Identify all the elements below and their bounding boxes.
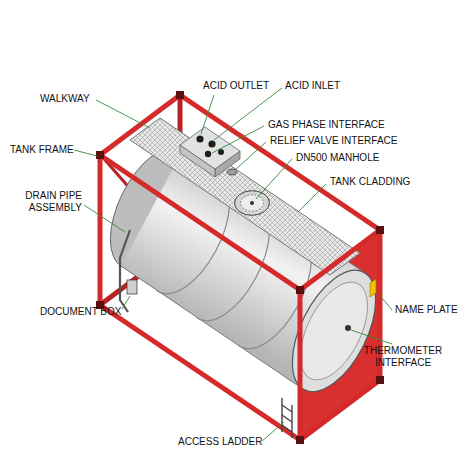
valve-cabinet: [180, 127, 240, 169]
document-box: [127, 280, 137, 294]
tank-end-right: [292, 248, 375, 414]
leader-line: [351, 330, 392, 344]
leader-line: [256, 159, 292, 199]
part-label: THERMOMETER INTERFACE: [360, 345, 446, 369]
corner-casting: [376, 376, 384, 384]
leader-line: [236, 142, 266, 169]
leader-line: [298, 184, 326, 212]
leader-line: [96, 100, 150, 128]
frame-rail: [100, 305, 300, 440]
relief-valve: [227, 169, 237, 175]
drain-pipe: [120, 230, 130, 312]
tank-outline: [121, 266, 303, 389]
acid-outlet-valve: [196, 135, 203, 142]
name-plate: [370, 279, 376, 297]
acid-inlet-valve: [208, 140, 215, 147]
part-label: ACCESS LADDER: [178, 436, 262, 448]
leader-line: [122, 296, 130, 309]
leader-line: [74, 150, 97, 156]
frame-front: [100, 95, 380, 440]
corner-casting: [96, 151, 104, 159]
part-label: DRAIN PIPE ASSEMBLY: [4, 190, 82, 214]
manhole-cover: [236, 191, 269, 214]
access-ladder: [282, 398, 292, 438]
ladder-rung: [282, 425, 292, 432]
corner-casting: [176, 91, 184, 99]
leader-line: [201, 95, 214, 134]
frame-rail: [300, 380, 380, 440]
leader-line: [262, 422, 284, 441]
part-label: NAME PLATE: [395, 304, 458, 316]
part-label: ACID INLET: [285, 80, 340, 92]
thermometer-interface: [345, 325, 351, 331]
manhole: [228, 186, 277, 221]
part-label: ACID OUTLET: [203, 80, 269, 92]
valves: [196, 135, 224, 157]
part-label: TANK CLADDING: [330, 176, 410, 188]
leader-line: [377, 292, 392, 310]
part-label: GAS PHASE INTERFACE: [268, 119, 385, 131]
corner-casting: [296, 286, 304, 294]
frame-rail: [300, 230, 380, 290]
corner-casting: [296, 436, 304, 444]
frame-rail: [100, 95, 180, 155]
leader-line: [214, 88, 282, 140]
part-label: RELIEF VALVE INTERFACE: [270, 135, 397, 147]
gas-phase-valve: [205, 151, 211, 157]
manhole-center: [250, 201, 254, 205]
corner-casting: [376, 226, 384, 234]
frame-post: [298, 290, 303, 440]
frame-post: [98, 155, 103, 305]
frame-rail: [180, 95, 380, 230]
part-label: TANK FRAME: [10, 144, 74, 156]
ladder-rung: [282, 405, 292, 412]
part-label: DOCUMENT BOX: [40, 306, 122, 318]
ladder-rung: [282, 415, 292, 422]
leader-line: [84, 205, 125, 232]
leader-line: [212, 126, 264, 153]
part-label: WALKWAY: [40, 93, 90, 105]
frame-rail: [100, 155, 300, 290]
part-label: DN500 MANHOLE: [296, 152, 379, 164]
